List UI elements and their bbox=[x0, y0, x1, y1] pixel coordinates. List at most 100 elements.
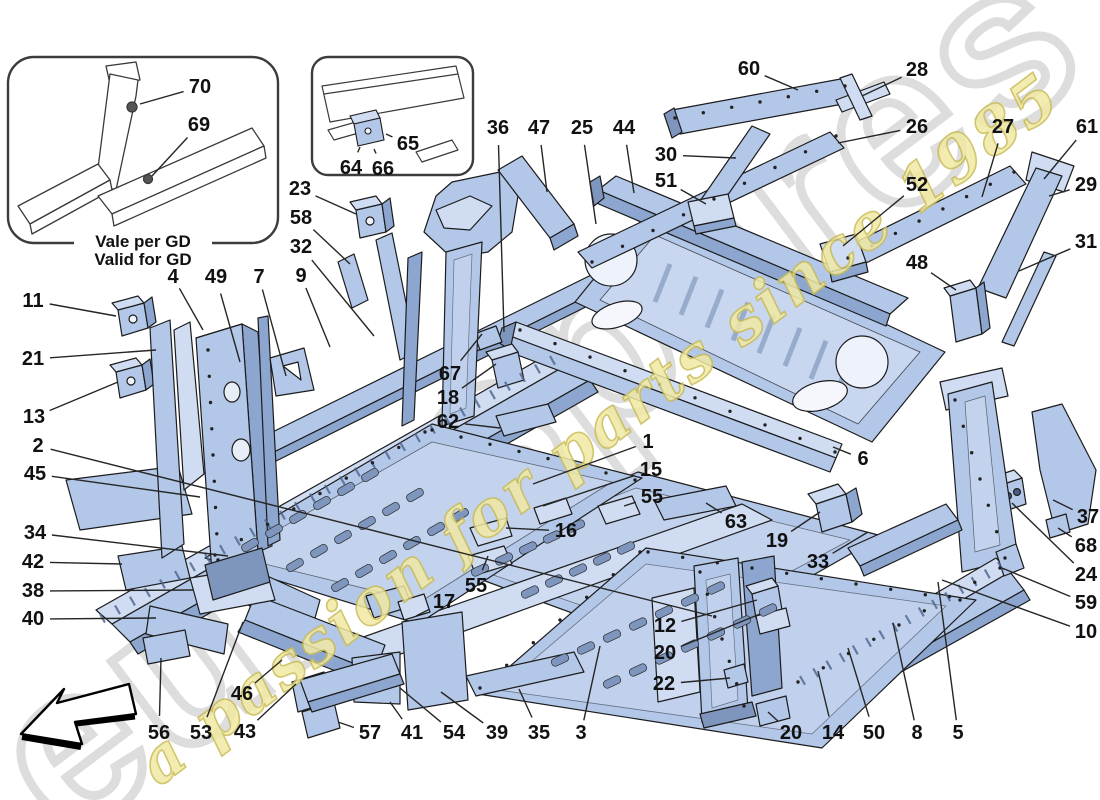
leader-line-4-9 bbox=[178, 287, 204, 331]
leader-line-7-11 bbox=[261, 289, 287, 377]
leader-line-28-28 bbox=[861, 76, 902, 97]
leader-line-35-65 bbox=[518, 688, 533, 718]
leader-line-18-38 bbox=[461, 363, 497, 389]
leader-line-70-0 bbox=[139, 90, 184, 105]
part-small-mounts bbox=[467, 325, 737, 576]
callout-69-1: 69 bbox=[188, 114, 210, 136]
leader-line-59-55 bbox=[1001, 567, 1071, 598]
part-rear-bulkhead bbox=[574, 211, 946, 443]
callout-27-30: 27 bbox=[992, 116, 1014, 138]
leader-line-2-15 bbox=[50, 448, 713, 617]
part-strut-30 bbox=[687, 125, 771, 235]
callout-18-38: 18 bbox=[437, 387, 459, 409]
leader-line-26-29 bbox=[837, 129, 901, 144]
leader-line-42-18 bbox=[49, 561, 123, 565]
callout-41-62: 41 bbox=[401, 722, 423, 744]
callout-45-16: 45 bbox=[24, 463, 46, 485]
leader-line-22-51 bbox=[680, 677, 731, 684]
leader-line-11-12 bbox=[49, 303, 117, 317]
callout-5-71: 5 bbox=[952, 722, 963, 744]
callout-13-14: 13 bbox=[23, 406, 45, 428]
callout-54-63: 54 bbox=[443, 722, 466, 744]
sill-ribs bbox=[99, 355, 1004, 686]
leader-line-31-35 bbox=[1018, 248, 1071, 272]
part-beam-27 bbox=[819, 165, 1027, 283]
leader-line-30-25 bbox=[682, 155, 737, 159]
part-b-pillar-inner bbox=[939, 367, 1019, 573]
callout-37-52: 37 bbox=[1077, 506, 1099, 528]
callout-49-10: 49 bbox=[205, 266, 227, 288]
leader-line-36-21 bbox=[497, 144, 505, 333]
leader-line-19-44 bbox=[790, 511, 821, 533]
leader-line-61-31 bbox=[1043, 139, 1077, 180]
callout-15-41: 15 bbox=[640, 459, 662, 481]
callout-46-60: 46 bbox=[231, 683, 253, 705]
part-rear-rail bbox=[497, 321, 843, 473]
leader-line-1-40 bbox=[532, 445, 637, 485]
direction-arrow bbox=[19, 682, 138, 750]
leader-line-54-63 bbox=[399, 687, 442, 723]
leader-line-9-8 bbox=[305, 287, 331, 348]
callout-70-0: 70 bbox=[189, 76, 211, 98]
callout-17-48: 17 bbox=[433, 591, 455, 613]
callout-3-66: 3 bbox=[575, 722, 586, 744]
callout-56-57: 56 bbox=[148, 722, 170, 744]
part-cube-brackets bbox=[109, 295, 157, 399]
part-top-beam bbox=[663, 73, 891, 139]
callout-12-49: 12 bbox=[654, 615, 676, 637]
leader-line-68-53 bbox=[1057, 527, 1073, 538]
callout-40-20: 40 bbox=[22, 608, 44, 630]
callout-33-45: 33 bbox=[807, 551, 829, 573]
leader-line-27-30 bbox=[981, 143, 999, 198]
callout-38-19: 38 bbox=[22, 580, 44, 602]
leader-line-34-17 bbox=[51, 534, 229, 557]
leader-lines bbox=[49, 75, 1077, 729]
leader-line-41-62 bbox=[389, 701, 403, 720]
leader-line-66-4 bbox=[373, 148, 377, 154]
callout-31-35: 31 bbox=[1075, 231, 1097, 253]
leader-line-49-10 bbox=[219, 293, 241, 363]
callout-19-44: 19 bbox=[766, 530, 788, 552]
callout-59-55: 59 bbox=[1075, 592, 1097, 614]
callout-6-36: 6 bbox=[857, 448, 868, 470]
callout-10-56: 10 bbox=[1075, 621, 1097, 643]
leader-line-17-48 bbox=[415, 608, 430, 617]
leader-line-20-50 bbox=[680, 613, 761, 648]
leader-line-37-52 bbox=[1052, 499, 1074, 511]
callout-4-9: 4 bbox=[167, 266, 179, 288]
part-rear-floor-pan bbox=[204, 423, 643, 625]
leader-line-40-20 bbox=[49, 617, 157, 620]
leader-line-55-47 bbox=[481, 555, 489, 571]
leader-line-24-54 bbox=[1011, 502, 1075, 564]
leader-line-15-41 bbox=[542, 474, 636, 507]
part-beam-47 bbox=[497, 155, 579, 251]
floor-slots bbox=[241, 467, 778, 689]
callout-63-43: 63 bbox=[725, 511, 747, 533]
part-upper-strips bbox=[337, 195, 417, 361]
leader-line-52-32 bbox=[842, 195, 905, 247]
part-box-19-channel-33 bbox=[807, 483, 963, 577]
leader-line-14-68 bbox=[817, 670, 830, 717]
callout-50-69: 50 bbox=[863, 722, 885, 744]
callout-64-3: 64 bbox=[340, 157, 363, 179]
callout-30-25: 30 bbox=[655, 144, 677, 166]
callout-22-51: 22 bbox=[653, 673, 675, 695]
leader-line-29-33 bbox=[1048, 189, 1070, 197]
leader-line-67-37 bbox=[460, 333, 483, 362]
leader-line-44-24 bbox=[625, 144, 635, 194]
callout-36-21: 36 bbox=[487, 117, 509, 139]
callout-16-46: 16 bbox=[555, 520, 577, 542]
leader-line-25-23 bbox=[583, 144, 597, 225]
leader-line-6-36 bbox=[832, 446, 852, 455]
leader-line-62-39 bbox=[464, 423, 501, 429]
leader-line-32-7 bbox=[311, 259, 375, 337]
callout-53-58: 53 bbox=[190, 722, 212, 744]
leader-line-13-14 bbox=[49, 381, 119, 412]
leader-line-5-71 bbox=[937, 581, 957, 721]
callout-42-18: 42 bbox=[22, 551, 44, 573]
callout-44-24: 44 bbox=[613, 117, 636, 139]
inset-caption-italian: Vale per GD bbox=[95, 232, 190, 251]
